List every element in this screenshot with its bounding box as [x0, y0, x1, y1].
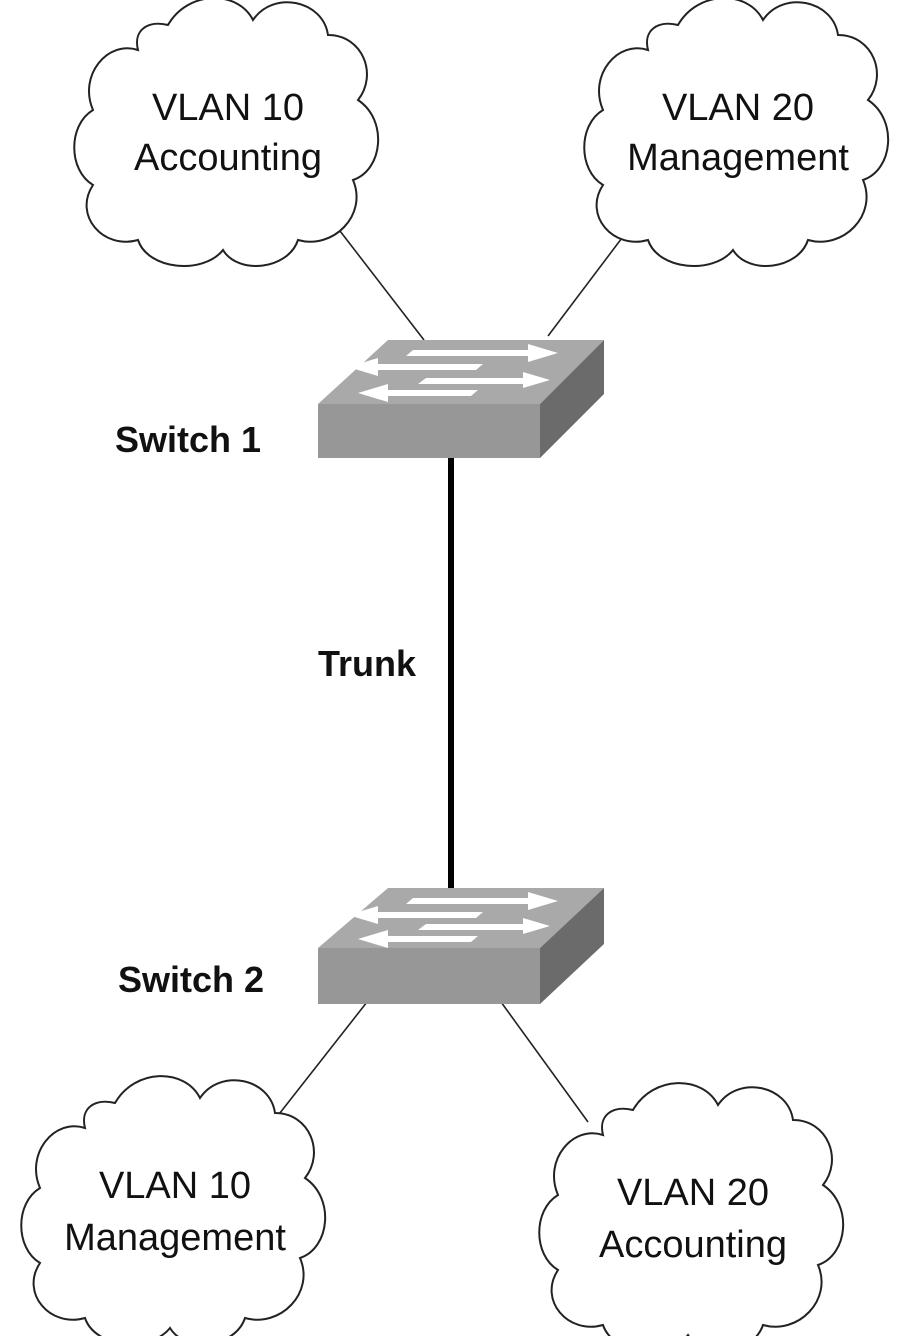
switch-1	[318, 340, 604, 458]
arrow-right-icon	[418, 918, 550, 934]
switch-icon	[318, 340, 604, 458]
arrow-right-icon	[418, 372, 550, 388]
cloud-icon	[583, 0, 890, 268]
cloud-bottom-left: VLAN 10 Management	[20, 1075, 327, 1336]
cloud-icon	[73, 0, 380, 268]
link-switch2-vlan10	[275, 1001, 368, 1119]
arrow-left-icon	[358, 930, 478, 948]
cloud-bottom-right: VLAN 20 Accounting	[538, 1082, 845, 1336]
cloud-top-right-line2: Management	[627, 137, 849, 179]
switch-2	[318, 888, 604, 1004]
cloud-top-right-line1: VLAN 20	[662, 87, 814, 129]
switch-front-face	[318, 948, 540, 1004]
cloud-top-left: VLAN 10 Accounting	[73, 0, 380, 268]
cloud-top-left-line2: Accounting	[134, 137, 322, 179]
switch-front-face	[318, 404, 540, 458]
cloud-bottom-right-line1: VLAN 20	[617, 1172, 769, 1214]
arrow-left-icon	[348, 906, 483, 924]
link-switch2-vlan20	[500, 1001, 589, 1123]
switch-icon	[318, 888, 604, 1004]
arrow-left-icon	[358, 384, 478, 402]
trunk-label: Trunk	[318, 643, 417, 684]
link-switch1-vlan10	[329, 217, 425, 341]
cloud-bottom-left-line1: VLAN 10	[99, 1165, 251, 1207]
cloud-top-left-line1: VLAN 10	[152, 87, 304, 129]
switch-1-label: Switch 1	[115, 419, 261, 460]
cloud-top-right: VLAN 20 Management	[583, 0, 890, 268]
cloud-bottom-left-line2: Management	[64, 1217, 286, 1259]
arrow-right-icon	[406, 344, 558, 362]
switch-2-label: Switch 2	[118, 959, 264, 1000]
arrow-right-icon	[406, 892, 558, 910]
switch-side-face	[540, 888, 604, 1004]
arrow-left-icon	[348, 358, 483, 376]
switch-side-face	[540, 340, 604, 458]
cloud-bottom-right-line2: Accounting	[599, 1224, 787, 1266]
